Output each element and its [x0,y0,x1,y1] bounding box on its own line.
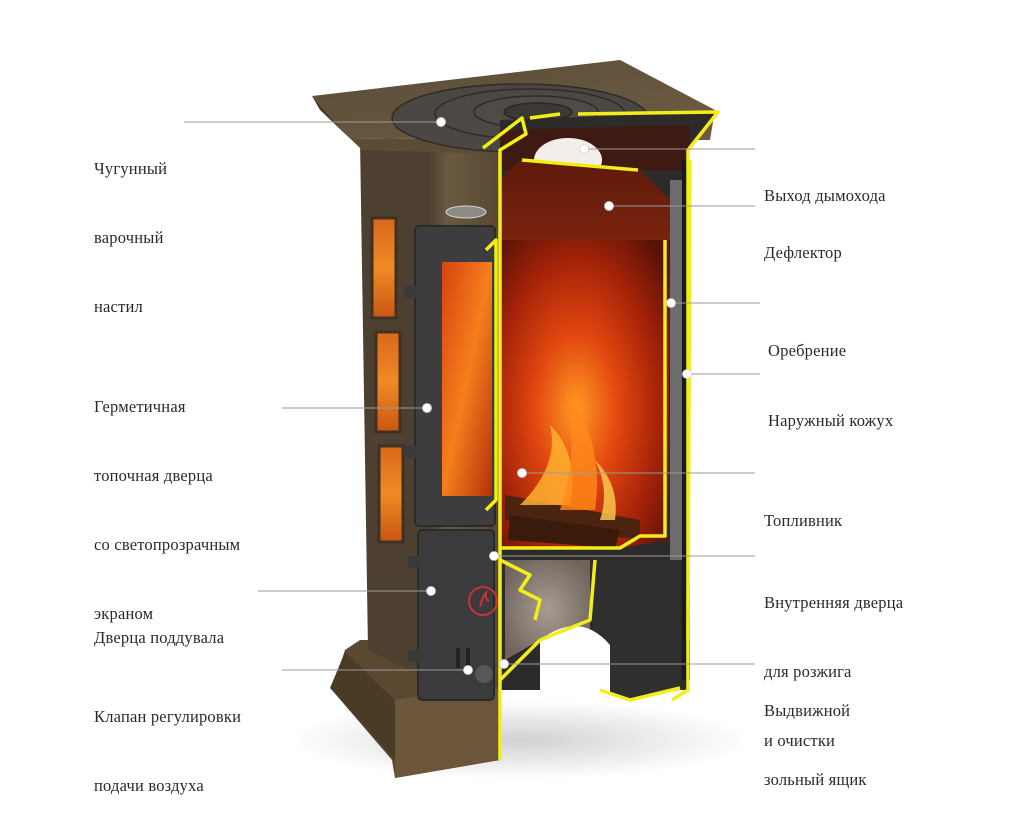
marker-ash-drawer [499,659,509,669]
label-air-valve: Клапан регулировки подачи воздуха [94,659,241,820]
marker-dots [422,117,692,675]
hinge [404,286,416,298]
label-line: Выдвижной [764,701,851,720]
cut-edge-outline [481,110,720,760]
label-ash-door: Дверца поддувала [94,580,224,672]
air-valve-knob [475,665,493,683]
marker-flue-outlet [579,144,589,154]
hinge [408,650,420,662]
firebox-flames [500,240,670,548]
label-fire-door: Герметичная топочная дверца со светопроз… [94,349,240,648]
label-line: настил [94,297,143,316]
marker-ash-door [426,586,436,596]
side-glass-panel [370,216,398,320]
label-flue-outlet: Выход дымохода [764,138,886,230]
label-line: для розжига [764,662,852,681]
side-glass-panel [377,444,405,544]
label-line: топочная дверца [94,466,213,485]
label-line: Топливник [764,511,843,530]
label-line: Клапан регулировки [94,707,242,726]
ash-pit [505,560,590,660]
label-line: подачи воздуха [94,776,204,795]
label-line: Оребрение [768,341,847,360]
label-firebox: Топливник [764,463,842,555]
label-line: и очистки [764,731,836,750]
label-line: Внутренняя дверца [764,593,904,612]
label-ash-drawer: Выдвижной зольный ящик [764,653,867,814]
label-line: варочный [94,228,164,247]
marker-cooktop [436,117,446,127]
flame-logo-icon [468,586,498,616]
label-outer-casing: Наружный кожух [768,363,893,455]
hinge [408,556,420,568]
cutaway-section [481,110,720,760]
label-inner-door: Внутренняя дверца для розжига и очистки [764,545,903,775]
marker-fins [666,298,676,308]
leader-lines [184,121,760,671]
marker-inner-door [489,551,499,561]
hinge [404,446,416,458]
label-line: Чугунный [94,159,168,178]
label-line: Дефлектор [764,243,842,262]
logs [505,390,640,548]
marker-fire-door [422,403,432,413]
label-line: со светопрозрачным [94,535,241,554]
label-line: Герметичная [94,397,186,416]
ash-drawer [590,560,680,700]
label-deflector: Дефлектор [764,195,842,287]
fins [670,180,682,560]
label-line: Выход дымохода [764,186,886,205]
marker-outer-casing [682,369,692,379]
ash-door [408,529,498,701]
label-line: Наружный кожух [768,411,894,430]
marker-air-valve [463,665,473,675]
label-fins: Оребрение [768,293,846,385]
side-glass-panel [374,330,402,434]
label-line: Дверца поддувала [94,628,225,647]
label-cooktop: Чугунный варочный настил [94,111,167,341]
marker-firebox [517,468,527,478]
fire-door [404,225,496,527]
label-line: экраном [94,604,154,623]
label-line: зольный ящик [764,770,867,789]
brand-badge [445,205,487,219]
fire-door-glass [442,262,492,496]
marker-deflector [604,201,614,211]
